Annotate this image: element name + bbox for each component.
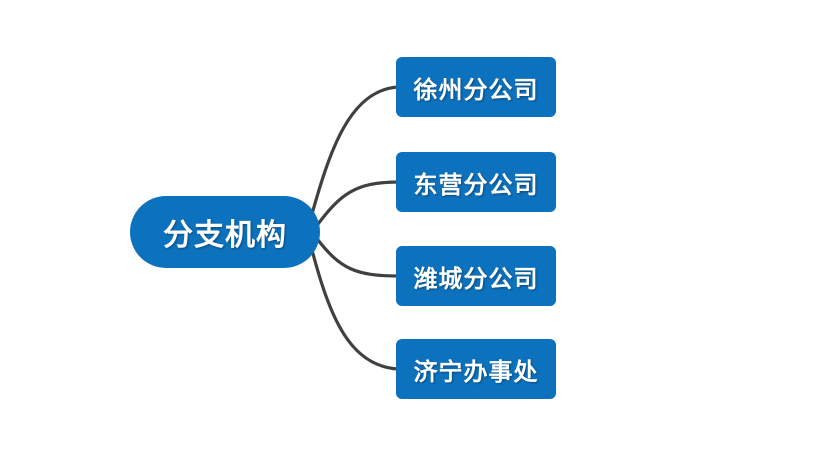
connector-line-3 — [316, 238, 400, 278]
child-node-jining-office[interactable]: 济宁办事处 — [396, 339, 556, 399]
connector-line-4 — [310, 248, 400, 371]
child-node-label: 济宁办事处 — [413, 357, 539, 386]
connector-line-1 — [310, 85, 400, 216]
root-node-label: 分支机构 — [163, 218, 287, 253]
child-node-label: 东营分公司 — [413, 170, 539, 199]
child-node-weicheng-branch[interactable]: 潍城分公司 — [396, 246, 556, 306]
connector-line-2 — [316, 180, 400, 226]
child-node-label: 徐州分公司 — [413, 75, 539, 104]
root-node-branch-organizations[interactable]: 分支机构 — [130, 196, 320, 268]
child-node-dongying-branch[interactable]: 东营分公司 — [396, 152, 556, 212]
child-node-label: 潍城分公司 — [413, 264, 539, 293]
child-node-xuzhou-branch[interactable]: 徐州分公司 — [396, 57, 556, 117]
